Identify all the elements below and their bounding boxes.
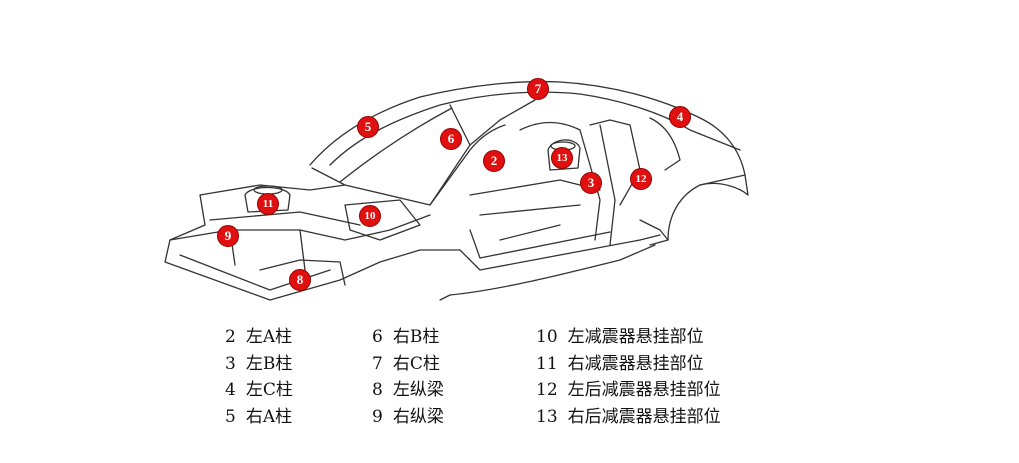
legend-number: 6 <box>372 327 383 347</box>
marker-4: 4 <box>669 106 691 128</box>
marker-12: 12 <box>630 168 652 190</box>
legend-item: 3 左B柱 <box>225 349 293 376</box>
legend-label: 右纵梁 <box>392 406 444 427</box>
legend-item: 5 右A柱 <box>225 402 293 429</box>
legend-number: 10 <box>536 327 558 347</box>
legend-label: 左C柱 <box>245 380 293 400</box>
legend-label: 右减震器悬挂部位 <box>567 353 704 374</box>
legend-column-2: 6 右B柱 7 右C柱 8 左纵梁 9 右纵梁 <box>372 322 444 428</box>
legend-item: 8 左纵梁 <box>372 375 444 402</box>
legend-item: 13 右后减震器悬挂部位 <box>536 402 721 429</box>
legend-label: 左后减震器悬挂部位 <box>567 380 721 400</box>
marker-2: 2 <box>483 150 505 172</box>
legend-number: 12 <box>536 380 558 400</box>
legend-number: 5 <box>225 406 236 427</box>
legend-number: 4 <box>225 380 236 400</box>
marker-3: 3 <box>580 172 602 194</box>
legend-label: 右后减震器悬挂部位 <box>567 406 721 427</box>
legend-number: 8 <box>372 380 383 400</box>
legend-number: 9 <box>372 406 383 427</box>
legend-item: 2 左A柱 <box>225 322 293 349</box>
marker-13: 13 <box>551 147 573 169</box>
legend-item: 6 右B柱 <box>372 322 444 349</box>
marker-6: 6 <box>440 128 462 150</box>
legend-item: 12 左后减震器悬挂部位 <box>536 375 721 402</box>
marker-5: 5 <box>357 116 379 138</box>
marker-10: 10 <box>359 205 381 227</box>
marker-7: 7 <box>527 78 549 100</box>
legend-item: 10 左减震器悬挂部位 <box>536 322 721 349</box>
legend-label: 右C柱 <box>392 353 440 374</box>
legend-column-1: 2 左A柱 3 左B柱 4 左C柱 5 右A柱 <box>225 322 293 428</box>
legend-item: 11 右减震器悬挂部位 <box>536 349 721 376</box>
legend-number: 11 <box>536 353 558 374</box>
legend-column-3: 10 左减震器悬挂部位 11 右减震器悬挂部位 12 左后减震器悬挂部位 13 右后减震… <box>536 322 721 428</box>
legend-label: 左减震器悬挂部位 <box>567 327 704 347</box>
legend-number: 2 <box>225 327 236 347</box>
legend-label: 左A柱 <box>245 327 293 347</box>
marker-8: 8 <box>289 269 311 291</box>
legend-number: 7 <box>372 353 383 374</box>
legend-item: 4 左C柱 <box>225 375 293 402</box>
legend-number: 13 <box>536 406 558 427</box>
legend-number: 3 <box>225 353 236 374</box>
legend-item: 9 右纵梁 <box>372 402 444 429</box>
legend-label: 右B柱 <box>392 327 440 347</box>
legend-item: 7 右C柱 <box>372 349 444 376</box>
legend-label: 右A柱 <box>245 406 293 427</box>
legend-label: 左纵梁 <box>392 380 444 400</box>
marker-11: 11 <box>257 193 279 215</box>
legend-label: 左B柱 <box>245 353 293 374</box>
marker-9: 9 <box>217 225 239 247</box>
